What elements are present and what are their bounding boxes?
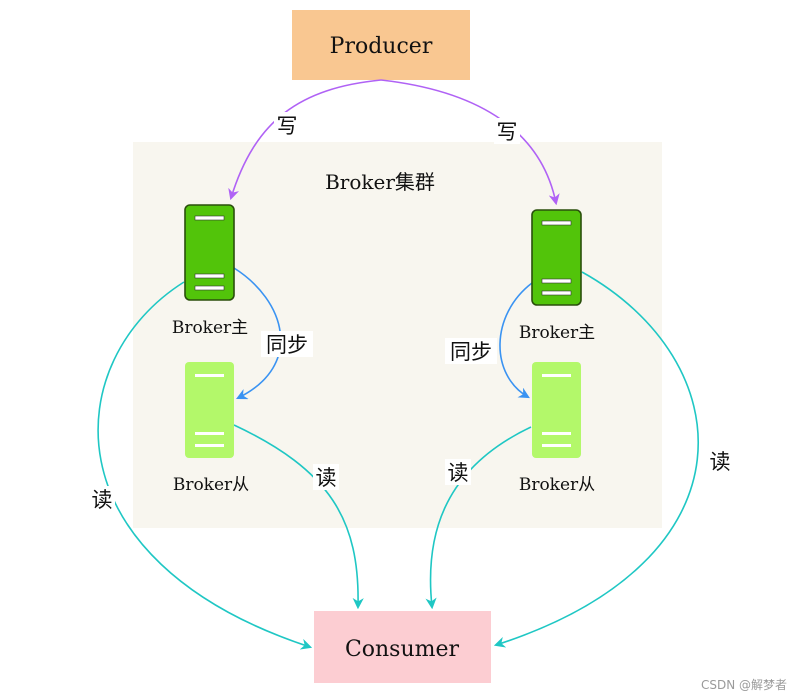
producer-label: Producer: [330, 34, 433, 59]
edge-label-read-master-right: 读: [710, 450, 731, 474]
edge-read-slave-right: [425, 426, 532, 610]
server-icon: [531, 209, 582, 306]
broker-master-left-label: Broker主: [172, 318, 248, 338]
broker-master-right-label: Broker主: [519, 323, 595, 343]
edge-label-read-slave-left: 读: [316, 466, 337, 490]
edge-label-sync-left: 同步: [266, 333, 308, 357]
producer-node: [292, 10, 470, 80]
broker-slave-left-label: Broker从: [173, 475, 249, 495]
consumer-node: [314, 611, 491, 683]
edge-label-read-slave-right: 读: [448, 461, 469, 485]
edge-write-right: [380, 79, 560, 206]
edge-label-read-master-left: 读: [92, 488, 113, 512]
edge-label-sync-right: 同步: [450, 340, 492, 364]
edge-read-slave-left: [233, 424, 364, 610]
edge-read-master-left: [97, 281, 313, 650]
server-icon: [532, 362, 581, 458]
edge-sync-right: [499, 282, 533, 399]
server-icon: [184, 204, 235, 301]
broker-cluster-label: Broker集群: [325, 170, 435, 194]
edge-label-write-left: 写: [277, 114, 298, 138]
watermark: CSDN @解梦者: [700, 678, 787, 692]
consumer-label: Consumer: [345, 637, 460, 662]
edge-label-write-right: 写: [497, 120, 518, 144]
broker-slave-right-label: Broker从: [519, 475, 595, 495]
server-icon: [185, 362, 234, 458]
edge-read-master-right: [493, 271, 700, 648]
